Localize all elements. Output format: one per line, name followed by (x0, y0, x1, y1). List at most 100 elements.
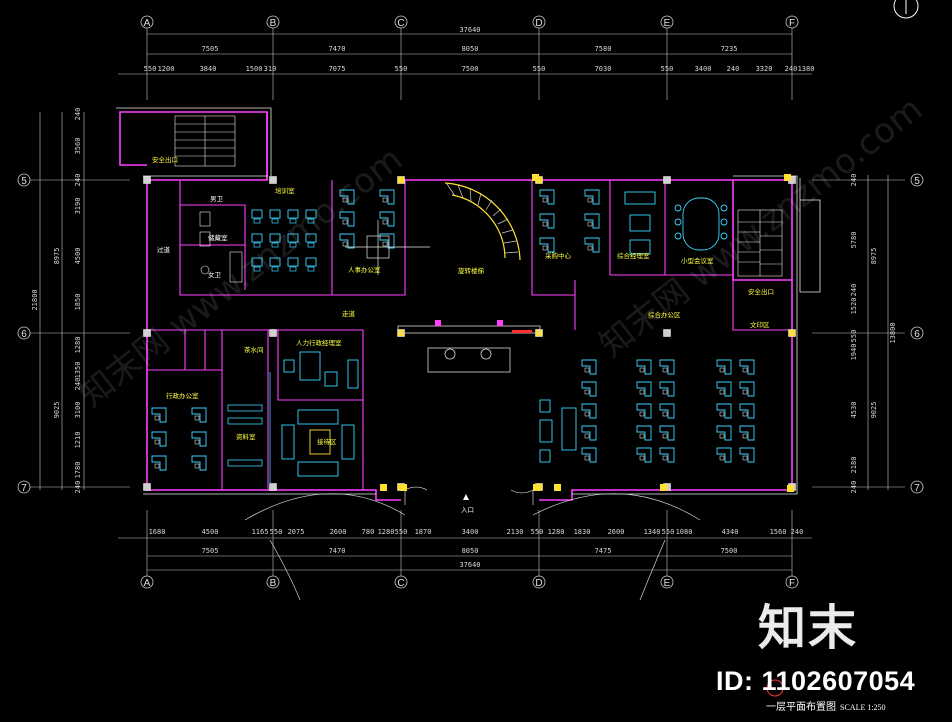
room-label-entrance: 入口 (461, 506, 474, 514)
svg-text:780: 780 (362, 528, 375, 536)
svg-text:240: 240 (850, 481, 858, 494)
room-label-toilet: 男卫 (210, 195, 224, 203)
axis-label-E-top: E (664, 18, 671, 29)
svg-text:4530: 4530 (850, 402, 858, 419)
svg-text:240: 240 (785, 65, 798, 73)
svg-text:3190: 3190 (74, 198, 82, 215)
svg-text:2075: 2075 (288, 528, 305, 536)
room-label-tea-room: 茶水间 (244, 345, 264, 354)
axis-label-5-right: 5 (914, 176, 920, 187)
svg-text:7500: 7500 (462, 65, 479, 73)
room-label-printing: 文印区 (750, 320, 770, 329)
dim-left-sub-2: 9025 (53, 402, 61, 419)
svg-text:3100: 3100 (74, 402, 82, 419)
hr-manager-furniture (283, 351, 359, 389)
room-label-exit-nw: 安全出口 (152, 155, 178, 164)
svg-text:1280: 1280 (548, 528, 565, 536)
dim-bay-bottom-5: 7500 (721, 547, 738, 555)
axis-label-6-left: 6 (21, 329, 27, 340)
svg-text:550: 550 (662, 528, 675, 536)
dim-bay-bottom-4: 7475 (595, 547, 612, 555)
svg-text:1830: 1830 (574, 528, 591, 536)
axis-label-7-right: 7 (914, 483, 920, 494)
dim-details-left: 240 3560 240 3190 4500 1850 1280 1350 24… (74, 108, 82, 494)
svg-text:550: 550 (850, 330, 858, 343)
svg-text:2600: 2600 (330, 528, 347, 536)
svg-text:550: 550 (661, 65, 674, 73)
svg-text:1280: 1280 (74, 337, 82, 354)
svg-text:240: 240 (74, 378, 82, 391)
svg-text:5780: 5780 (850, 232, 858, 249)
svg-text:1165: 1165 (252, 528, 269, 536)
room-label-admin-office: 行政办公室 (166, 391, 199, 400)
exterior-walls (119, 111, 793, 501)
room-label-general-mgr: 综合经理室 (617, 251, 650, 260)
svg-text:1850: 1850 (74, 294, 82, 311)
svg-text:1210: 1210 (74, 432, 82, 449)
room-label-hr-manager: 人力行政经理室 (296, 338, 342, 347)
svg-text:4340: 4340 (722, 528, 739, 536)
axis-label-7-left: 7 (21, 483, 27, 494)
room-label-procurement: 采购中心 (545, 251, 572, 260)
dim-bay-top-3: 8050 (462, 45, 479, 53)
svg-text:1500: 1500 (246, 65, 263, 73)
axis-label-B-top: B (270, 18, 277, 29)
room-label-training: 培训室 (275, 186, 295, 195)
drawing-scale: SCALE 1:250 (840, 703, 886, 712)
svg-text:240: 240 (74, 174, 82, 187)
title-marker-icon (766, 679, 784, 697)
svg-text:1280: 1280 (378, 528, 395, 536)
axis-label-B-bottom: B (270, 578, 277, 589)
axis-label-6-right: 6 (914, 329, 920, 340)
svg-text:3840: 3840 (200, 65, 217, 73)
axis-label-5-left: 5 (21, 176, 27, 187)
entrance-doors (244, 486, 701, 601)
room-label-storage: 储藏室 (208, 233, 228, 242)
training-room-desks (251, 209, 317, 272)
watermark-id: ID: 1102607054 (716, 666, 916, 696)
reception-accent (435, 320, 532, 333)
svg-text:240: 240 (727, 65, 740, 73)
dim-total-left: 21800 (31, 289, 39, 310)
room-label-open-office: 综合办公区 (648, 310, 681, 319)
axis-bubbles-top (140, 15, 799, 29)
room-label-corridor: 过道 (157, 245, 171, 254)
meeting-table (674, 197, 728, 251)
interior-walls (146, 180, 792, 490)
axis-label-A-top: A (144, 18, 151, 29)
room-label-hr-office: 人事办公室 (348, 265, 381, 274)
side-dimension-lines (30, 112, 905, 490)
svg-text:310: 310 (264, 65, 277, 73)
dim-bay-top-4: 7580 (595, 45, 612, 53)
reference-cross (345, 220, 430, 275)
dim-details-bottom: 1680 4500 1165 550 2075 2600 780 1280 55… (149, 528, 804, 536)
svg-text:550: 550 (270, 528, 283, 536)
dim-right-sub-1: 8975 (870, 248, 878, 265)
svg-text:7030: 7030 (595, 65, 612, 73)
svg-text:240: 240 (791, 528, 804, 536)
svg-text:550: 550 (531, 528, 544, 536)
svg-text:1560: 1560 (770, 528, 787, 536)
svg-text:550: 550 (144, 65, 157, 73)
top-dimension-lines (118, 28, 812, 100)
dim-total-bottom: 37640 (459, 561, 480, 569)
svg-text:1520: 1520 (850, 298, 858, 315)
svg-text:4500: 4500 (202, 528, 219, 536)
open-office-workstations (581, 359, 755, 463)
axis-label-A-bottom: A (144, 578, 151, 589)
svg-text:4500: 4500 (74, 248, 82, 265)
axis-label-C-top: C (397, 18, 404, 29)
bottom-dimension-lines (118, 510, 812, 576)
stair-ne (737, 209, 783, 277)
svg-text:550: 550 (533, 65, 546, 73)
dim-bay-bottom-3: 8050 (462, 547, 479, 555)
svg-text:1380: 1380 (798, 65, 815, 73)
dim-bay-bottom-1: 7505 (202, 547, 219, 555)
svg-text:7075: 7075 (329, 65, 346, 73)
archive-shelves (227, 372, 271, 485)
axis-label-C-bottom: C (397, 578, 404, 589)
axis-bubbles-bottom (140, 575, 799, 589)
svg-text:1680: 1680 (149, 528, 166, 536)
dim-details-right: 240 5780 240 1520 550 1940 4530 2180 240 (850, 174, 858, 494)
